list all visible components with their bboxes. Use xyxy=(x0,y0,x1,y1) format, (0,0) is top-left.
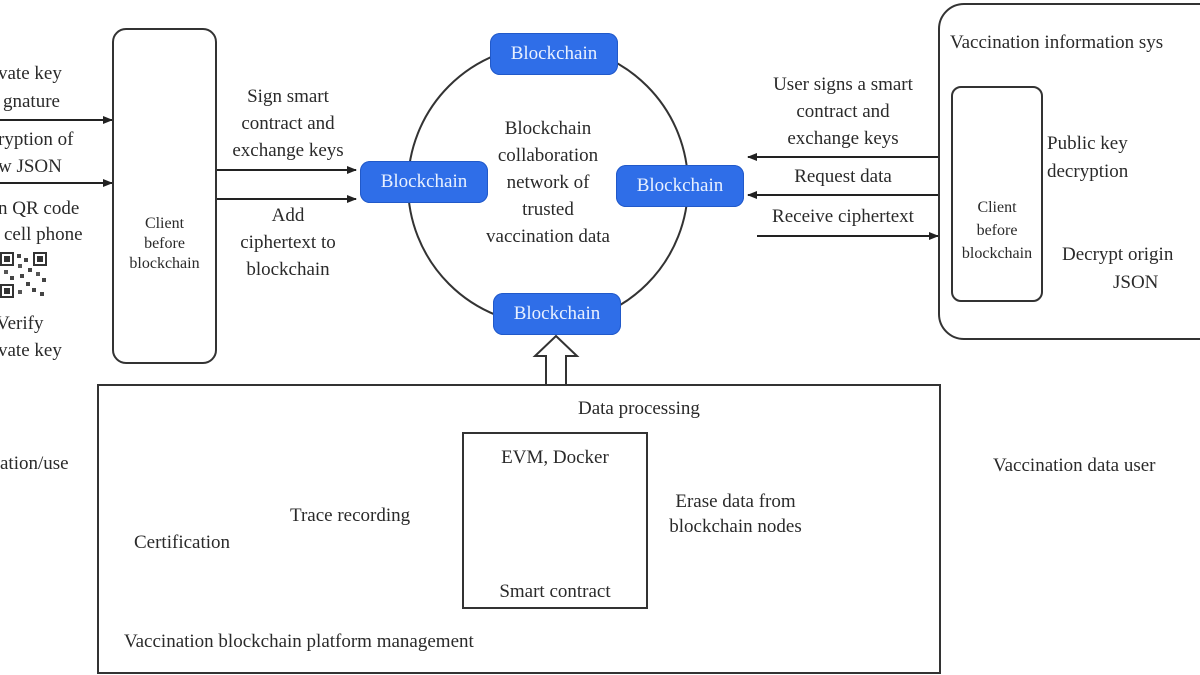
evm-docker-label: EVM, Docker xyxy=(501,447,609,468)
network-center-line4: trusted xyxy=(522,199,574,220)
label-user-signs-line1: User signs a smart xyxy=(773,74,913,95)
label-sign-contract-line1: Sign smart xyxy=(247,86,329,107)
network-center-line3: network of xyxy=(506,172,590,193)
certification-label: Certification xyxy=(134,532,231,553)
client-right-label-line1: Client xyxy=(977,199,1017,216)
client-before-blockchain-right: Client before blockchain xyxy=(951,86,1043,302)
label-decrypt-line2: JSON xyxy=(1113,272,1159,293)
label-sign-contract-line3: exchange keys xyxy=(232,140,344,161)
section-label-vaccination-data-user: Vaccination data user xyxy=(993,455,1156,476)
client-right-label-line2: before xyxy=(976,222,1018,239)
vis-title: Vaccination information sys xyxy=(950,32,1164,53)
label-data-processing: Data processing xyxy=(578,398,700,419)
network-center-line2: collaboration xyxy=(497,145,599,166)
client-left-label-line3: blockchain xyxy=(129,255,200,272)
label-sign-contract-line2: contract and xyxy=(241,113,335,134)
label-encryption-json-line1: ryption of xyxy=(0,129,74,150)
label-trace-recording: Trace recording xyxy=(290,505,411,526)
evm-docker-box: EVM, Docker Smart contract xyxy=(462,432,648,609)
client-right-label-line3: blockchain xyxy=(961,245,1033,262)
blockchain-node-left[interactable]: Blockchain xyxy=(360,161,488,203)
blockchain-node-top[interactable]: Blockchain xyxy=(490,33,618,75)
client-left-label-line1: Client xyxy=(144,215,185,232)
label-encryption-json-line2: w JSON xyxy=(0,156,62,177)
client-before-blockchain-left: Client before blockchain xyxy=(112,28,217,364)
label-scan-qr-line1: n QR code xyxy=(0,198,80,219)
label-public-key-line2: decryption xyxy=(1047,161,1129,182)
label-scan-qr-line2: cell phone xyxy=(4,224,83,245)
section-label-generation-use: ation/use xyxy=(0,453,69,474)
label-add-ciphertext-line3: blockchain xyxy=(246,259,330,280)
label-request-data: Request data xyxy=(794,166,892,187)
network-center-line5: vaccination data xyxy=(486,226,610,247)
label-decrypt-line1: Decrypt origin xyxy=(1062,244,1174,265)
label-user-signs-line3: exchange keys xyxy=(787,128,899,149)
label-erase-line1: Erase data from xyxy=(675,491,796,512)
network-center-line1: Blockchain xyxy=(504,118,592,139)
label-private-key-signature-line2: gnature xyxy=(3,91,60,112)
qr-code-icon xyxy=(0,252,48,300)
label-user-signs-line2: contract and xyxy=(796,101,890,122)
blockchain-node-bottom[interactable]: Blockchain xyxy=(493,293,621,335)
label-public-key-line1: Public key xyxy=(1047,133,1128,154)
client-left-label-line2: before xyxy=(144,235,185,252)
label-add-ciphertext-line1: Add xyxy=(271,205,305,226)
label-verify-private-key-line1: Verify xyxy=(0,313,44,334)
blockchain-node-right[interactable]: Blockchain xyxy=(616,165,744,207)
label-receive-ciphertext: Receive ciphertext xyxy=(772,206,914,227)
label-private-key-signature-line1: vate key xyxy=(0,63,62,84)
smart-contract-label: Smart contract xyxy=(499,581,611,602)
label-add-ciphertext-line2: ciphertext to xyxy=(240,232,336,253)
label-erase-line2: blockchain nodes xyxy=(669,516,802,537)
label-verify-private-key-line2: vate key xyxy=(0,340,62,361)
platform-title: Vaccination blockchain platform manageme… xyxy=(124,631,474,652)
